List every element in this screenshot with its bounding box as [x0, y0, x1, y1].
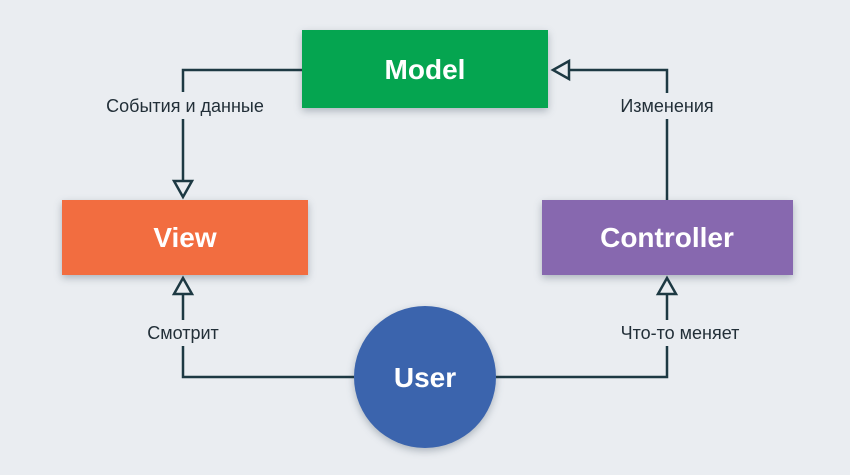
edge-label-bg: [610, 320, 750, 346]
edge-controller-to-model: [567, 68, 669, 200]
arrowhead-up-into-view-icon: [171, 275, 195, 296]
arrowheads: [171, 58, 679, 296]
edge-label-bg: [143, 320, 223, 346]
arrowhead-left-into-model-icon: [550, 58, 571, 82]
edge-label-changes: Изменения: [620, 96, 713, 116]
arrowhead-down-into-view-icon: [171, 179, 195, 200]
node-user: [354, 306, 496, 448]
node-view-label: View: [153, 222, 217, 253]
edge-label-changes-something: Что-то меняет: [621, 323, 740, 343]
edge-label-bg: [612, 93, 722, 119]
edge-label-watches: Смотрит: [147, 323, 219, 343]
node-view: [62, 200, 308, 275]
edge-label-events-and-data: События и данные: [106, 96, 264, 116]
node-user-label: User: [394, 362, 456, 393]
arrowhead-up-into-controller-icon: [655, 275, 679, 296]
node-controller-label: Controller: [600, 222, 734, 253]
edge-user-to-controller: [496, 290, 669, 379]
edge-label-backgrounds: [90, 92, 750, 346]
node-model-label: Model: [385, 54, 466, 85]
edge-model-to-view: [181, 68, 303, 185]
connector-lines: [181, 68, 669, 379]
node-model: [302, 30, 548, 108]
edge-label-bg: [90, 92, 280, 119]
edge-user-to-view: [181, 290, 354, 379]
node-controller: [542, 200, 793, 275]
